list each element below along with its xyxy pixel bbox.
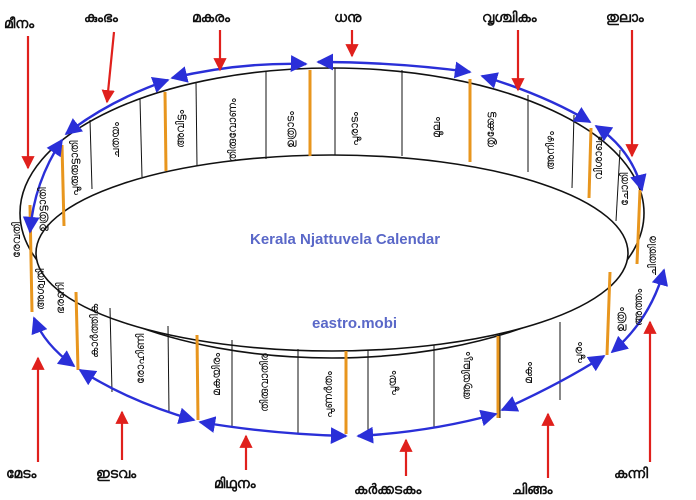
star-pooram: പൂരം bbox=[572, 342, 585, 364]
rasi-label-kumbham: കുംഭം bbox=[84, 10, 119, 26]
star-anizham: അനിഴം bbox=[544, 131, 557, 170]
rasi-label-chingam: ചിങ്ങം bbox=[512, 482, 554, 498]
arrow-medam-span bbox=[31, 316, 76, 367]
rasi-label-mithunam: മിഥുനം bbox=[214, 476, 257, 493]
star-thiruvathira: തിരുവാതിര bbox=[258, 353, 271, 412]
star-makam: മകം bbox=[522, 362, 535, 384]
rasi-label-vrischikam: വൃശ്ചികം bbox=[482, 10, 538, 27]
sign-span-arrows bbox=[22, 53, 669, 444]
star-bharani: ഭരണി bbox=[54, 282, 67, 314]
star-thiruvonam: തിരുവോണം bbox=[226, 98, 239, 162]
star-rohini: രോഹിണി bbox=[134, 333, 147, 384]
website-label: eastro.mobi bbox=[312, 315, 397, 332]
arrow-meenam-span bbox=[22, 138, 63, 234]
arrow-mithunam-span bbox=[198, 416, 348, 444]
nakshatra-labels: രേവതി ഉത്രട്ടാതി പൂരുരുട്ടാതി ചതയം അവിട്… bbox=[10, 98, 659, 418]
star-chithira: ചിത്തിര bbox=[646, 236, 659, 276]
arrow-kumbham-span bbox=[64, 76, 170, 136]
rasi-labels: മീനം കുംഭം മകരം ധനു വൃശ്ചികം തുലാം മേടം … bbox=[4, 10, 649, 498]
rasi-label-karkkidakam: കർക്കടകം bbox=[354, 482, 422, 498]
star-pooyam: പൂയം bbox=[386, 370, 399, 396]
rasi-label-medam: മേടം bbox=[6, 466, 38, 482]
diagram-title: Kerala Njattuvela Calendar bbox=[250, 231, 440, 248]
star-ayilyam: ആയില്യം bbox=[460, 352, 473, 400]
star-punartham: പുണർതം bbox=[322, 371, 335, 418]
arrow-kanni-span bbox=[610, 268, 669, 354]
star-avittam: അവിട്ടം bbox=[174, 110, 187, 148]
arrow-chingam-span bbox=[500, 354, 606, 412]
arrow-edavam-span bbox=[78, 368, 196, 424]
star-vishakham: വിശാഖം bbox=[592, 136, 605, 180]
rasi-label-makaram: മകരം bbox=[192, 10, 231, 26]
star-uthrattathi: ഉത്രട്ടാതി bbox=[36, 187, 49, 232]
star-uthram: ഉത്രം bbox=[614, 307, 627, 332]
star-pooruruttathi: പൂരുരുട്ടാതി bbox=[68, 140, 81, 196]
star-thrikketta: തൃക്കേട്ട bbox=[484, 111, 497, 148]
rasi-label-thulam: തുലാം bbox=[606, 10, 645, 26]
star-chothi: ചോതി bbox=[618, 172, 631, 206]
arrow-karkkidakam-span bbox=[356, 409, 498, 444]
star-uthradam: ഉത്രാടം bbox=[284, 111, 297, 148]
rasi-label-kanni: കന്നി bbox=[614, 466, 649, 482]
star-atham: അത്തം bbox=[632, 288, 645, 326]
star-makayiram: മകയിരം bbox=[210, 353, 223, 396]
rasi-label-dhanu: ധനു bbox=[334, 10, 362, 26]
rasi-label-meenam: മീനം bbox=[4, 16, 35, 32]
star-aswathi: അശ്വതി bbox=[34, 268, 47, 310]
ring-inner-ellipse bbox=[35, 154, 629, 352]
pointer-arrows bbox=[21, 30, 657, 478]
rasi-label-edavam: ഇടവം bbox=[96, 466, 137, 482]
star-chathayam: ചതയം bbox=[109, 122, 122, 158]
arrow-vrischikam-span bbox=[480, 72, 592, 124]
star-revathi: രേവതി bbox=[10, 222, 23, 258]
star-karthika: കാർത്തിക bbox=[88, 303, 101, 358]
arrow-makaram-span bbox=[170, 55, 308, 83]
arrow-dhanu-span bbox=[316, 53, 472, 79]
star-moolam: മൂലം bbox=[430, 117, 443, 138]
star-pooradam: പൂരാടം bbox=[348, 112, 361, 146]
pointer-kumbham bbox=[101, 31, 116, 104]
